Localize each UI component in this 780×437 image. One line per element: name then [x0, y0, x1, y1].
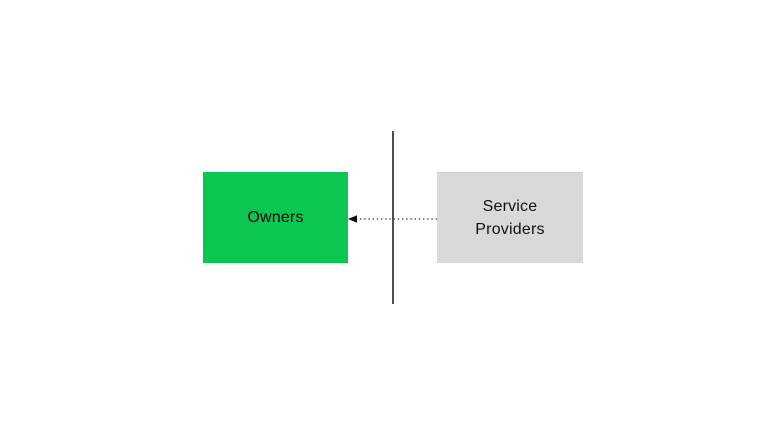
node-owners[interactable]: Owners — [203, 172, 348, 263]
node-service-providers-label: Service Providers — [475, 198, 545, 238]
dotted-arrow — [348, 215, 437, 223]
node-owners-label: Owners — [247, 209, 304, 226]
divider-line — [392, 131, 394, 304]
node-service-providers[interactable]: Service Providers — [437, 172, 583, 263]
arrowhead-icon — [348, 215, 357, 223]
